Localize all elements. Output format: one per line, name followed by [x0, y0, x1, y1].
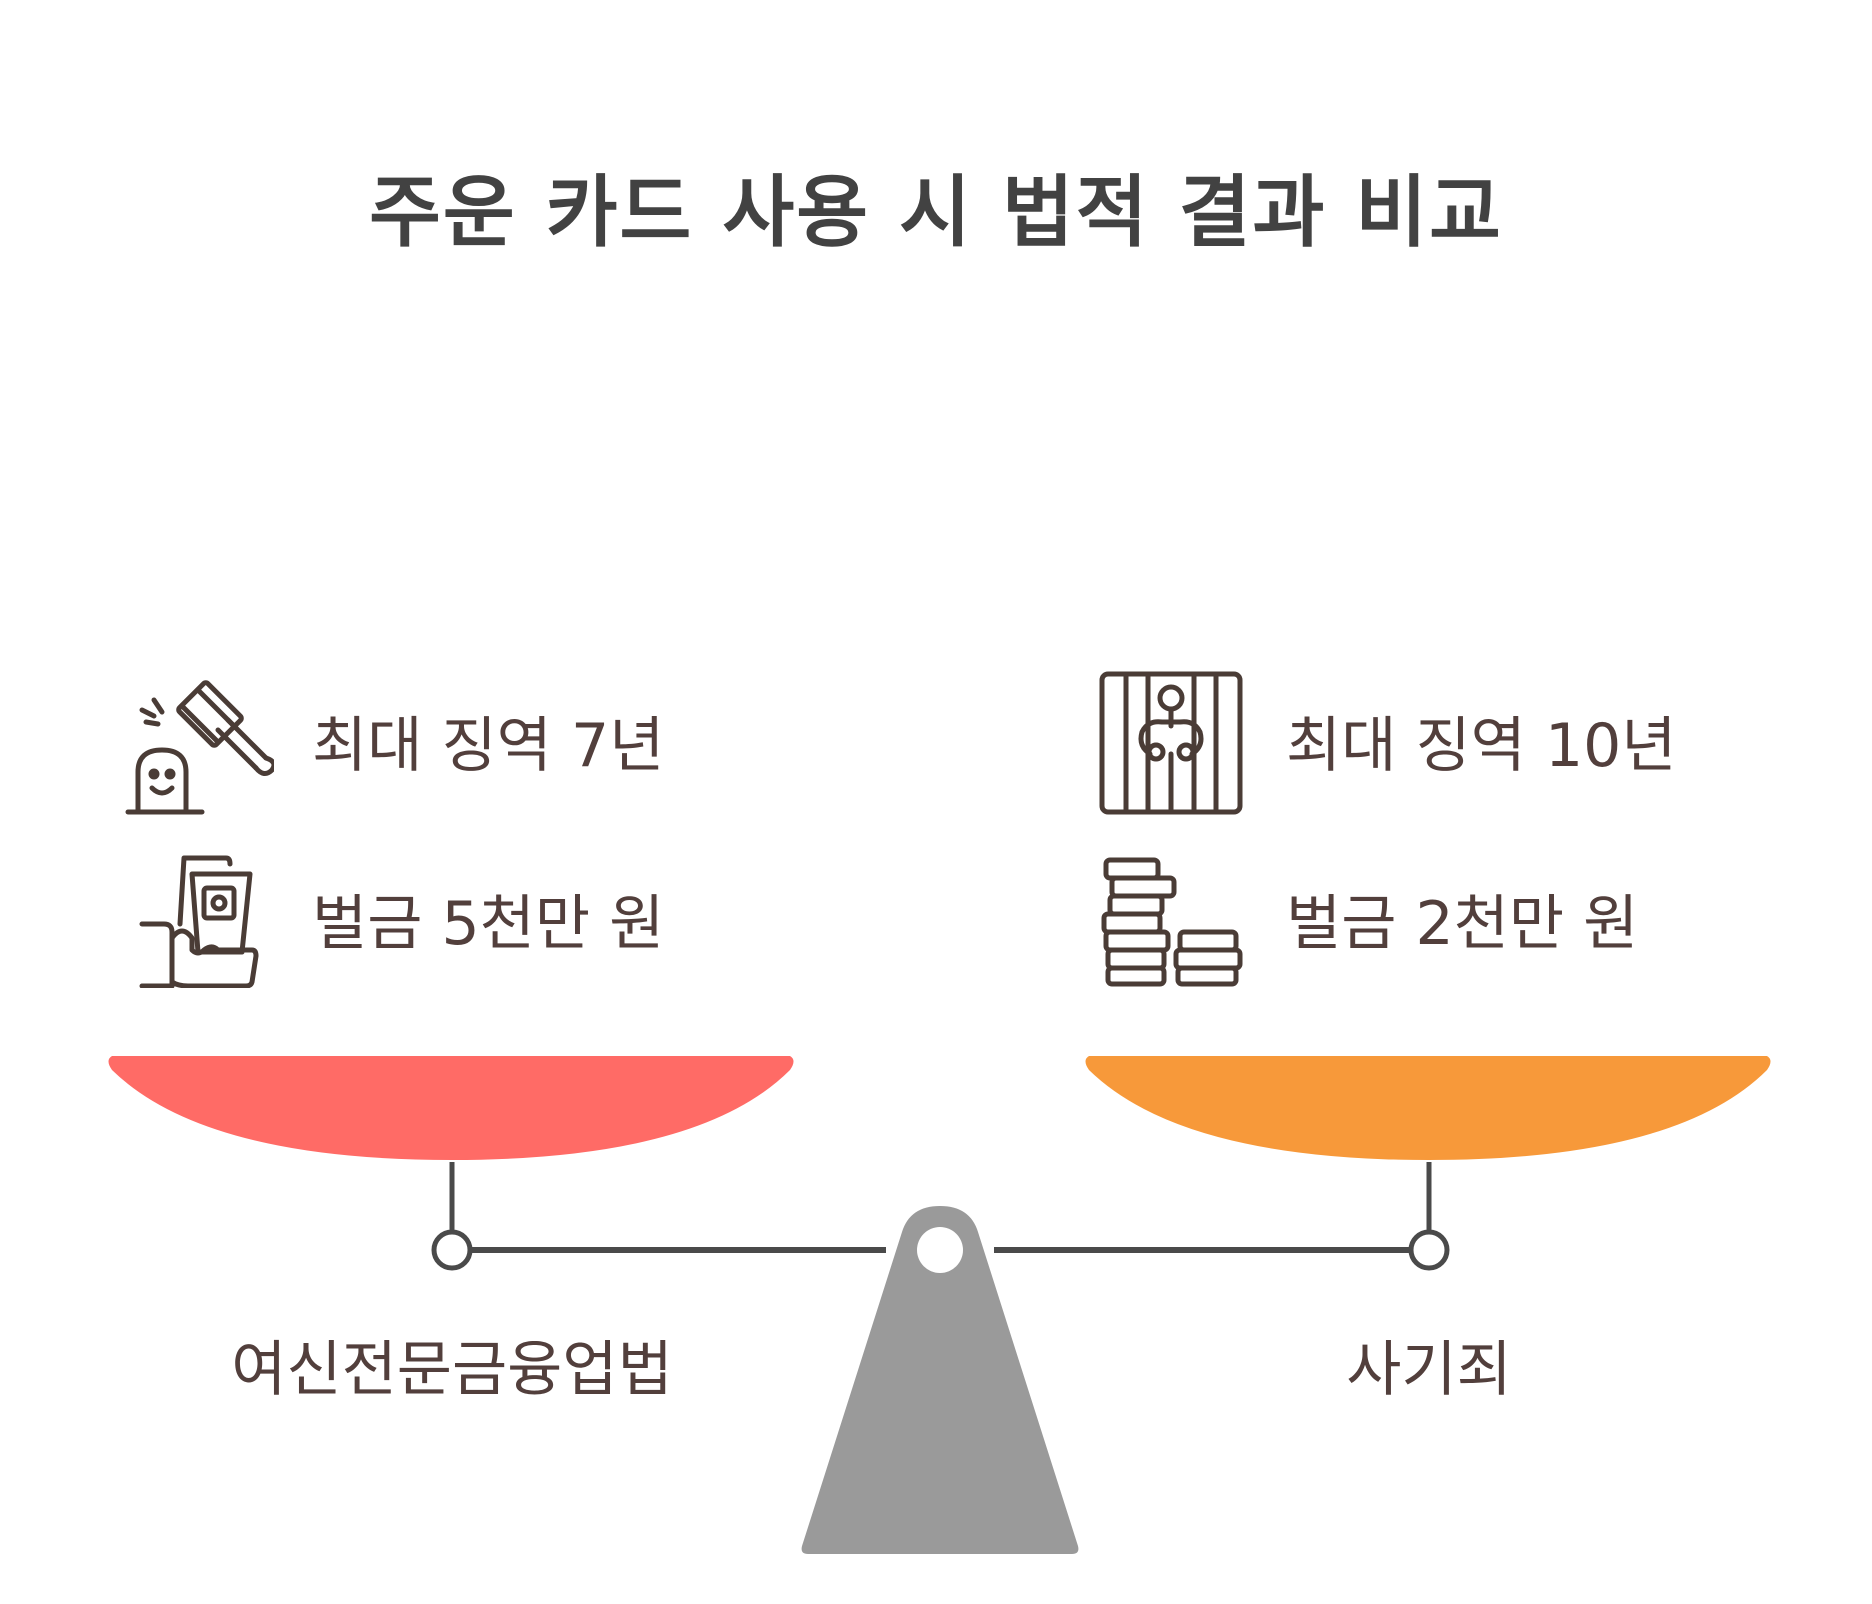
coin-stacks-icon	[1101, 857, 1243, 987]
left-item-prison-term: 최대 징역 7년	[312, 711, 665, 781]
right-item-fine: 벌금 2천만 원	[1286, 889, 1639, 959]
left-item-fine: 벌금 5천만 원	[312, 889, 665, 959]
prison-bars-icon	[1099, 671, 1243, 815]
left-pivot	[431, 1229, 473, 1271]
left-law-name: 여신전문금융업법	[231, 1335, 673, 1405]
fulcrum	[801, 1206, 1079, 1554]
money-hand-icon	[139, 855, 259, 988]
right-item-prison-term: 최대 징역 10년	[1286, 711, 1677, 781]
left-pan	[108, 1056, 794, 1160]
fulcrum-hole	[917, 1227, 963, 1273]
right-pivot	[1408, 1229, 1450, 1271]
right-pan	[1085, 1056, 1771, 1160]
gavel-icon	[125, 680, 274, 815]
right-law-name: 사기죄	[1346, 1335, 1512, 1405]
diagram-title: 주운 카드 사용 시 법적 결과 비교	[369, 168, 1503, 258]
